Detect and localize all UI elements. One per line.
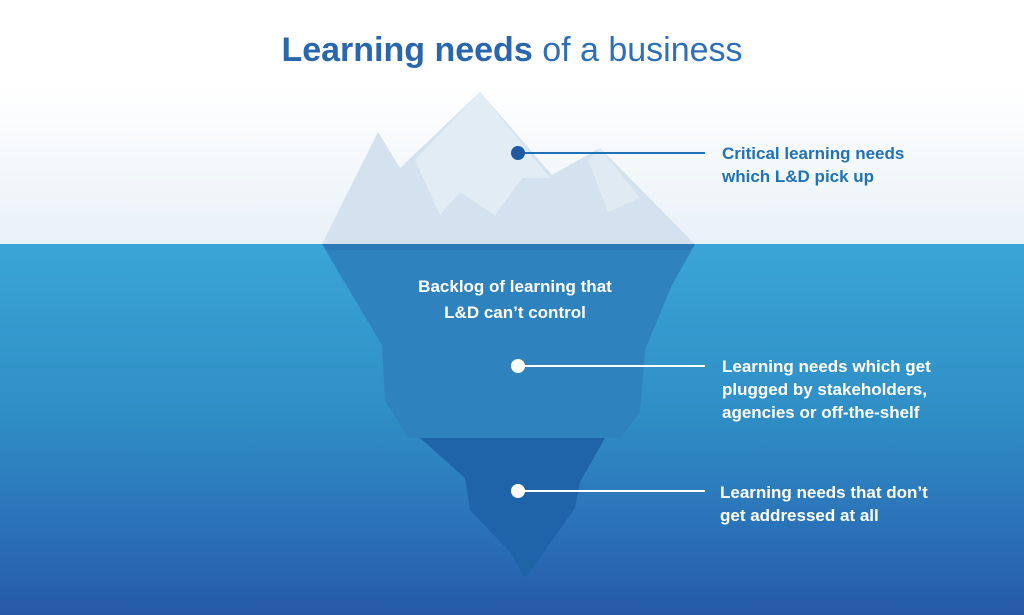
iceberg-upper-body	[322, 244, 695, 438]
iceberg-tip-highlight	[415, 92, 550, 215]
middle-callout: Learning needs which get plugged by stak…	[722, 357, 931, 422]
iceberg-waterline	[322, 244, 695, 250]
iceberg-tip-ridge	[588, 148, 640, 212]
backlog-label: Backlog of learning that L&D can’t contr…	[418, 277, 612, 322]
bottom-marker	[511, 484, 525, 498]
bottom-callout: Learning needs that don’t get addressed …	[720, 483, 928, 525]
title-bold: Learning needs	[281, 31, 533, 69]
tip-callout: Critical learning needs which L&D pick u…	[722, 144, 905, 186]
middle-marker	[511, 359, 525, 373]
tip-marker	[511, 146, 525, 160]
iceberg-lower-body	[420, 438, 605, 578]
title-rest: of a business	[542, 31, 743, 69]
page-title: Learning needs of a business	[0, 28, 1024, 72]
